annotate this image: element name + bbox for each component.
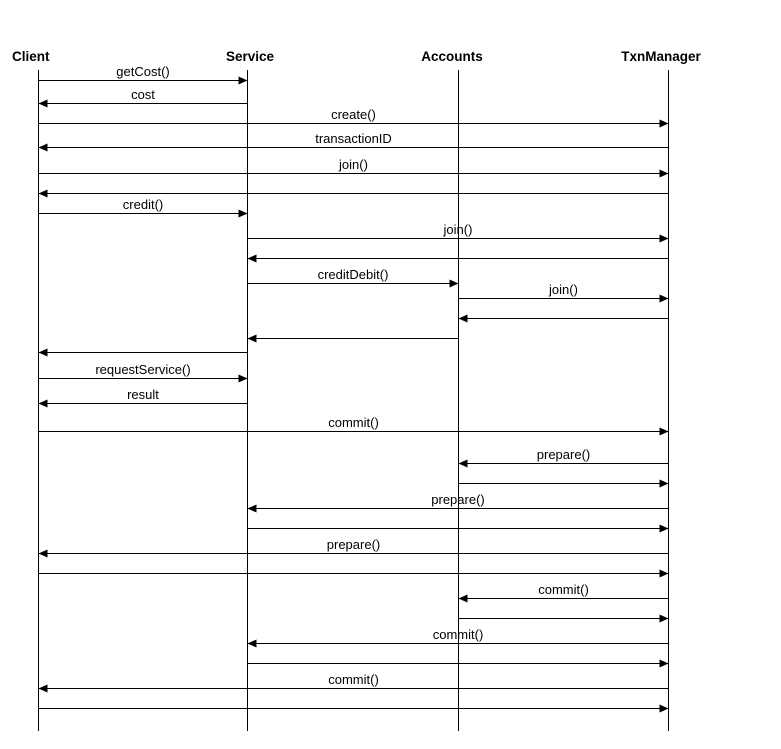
message-label: creditDebit() [317,267,389,282]
arrowhead-icon [659,614,669,623]
message-label: getCost() [116,64,170,79]
message-label: cost [131,87,155,102]
message-label: credit() [122,197,164,212]
arrowhead-icon [659,659,669,668]
message-label: join() [549,282,578,297]
participant-label-service: Service [225,49,275,64]
arrowhead-icon [247,334,257,343]
participant-label-client: Client [12,49,50,64]
arrowhead-icon [659,294,669,303]
arrowhead-icon [238,374,248,383]
arrowhead-icon [247,504,257,513]
arrowhead-icon [247,639,257,648]
arrowhead-icon [38,143,48,152]
arrowhead-icon [458,459,468,468]
message-label: commit() [328,672,379,687]
message-label: prepare() [326,537,381,552]
message-label: commit() [328,415,379,430]
arrowhead-icon [38,399,48,408]
arrowhead-icon [659,119,669,128]
message-label: join() [443,222,473,237]
arrowhead-icon [659,524,669,533]
participant-label-txnmanager: TxnManager [621,49,701,64]
arrowhead-icon [449,279,459,288]
message-label: transactionID [315,131,392,146]
message-label: join() [339,157,368,172]
arrowhead-icon [659,479,669,488]
arrowhead-icon [238,209,248,218]
arrowhead-icon [38,348,48,357]
arrowhead-icon [659,169,669,178]
message-label: prepare() [431,492,485,507]
arrowhead-icon [38,99,48,108]
arrowhead-icon [458,314,468,323]
participant-label-accounts: Accounts [421,49,483,64]
arrowhead-icon [659,704,669,713]
arrowhead-icon [238,76,248,85]
message-label: requestService() [95,362,191,377]
message-label: create() [331,107,376,122]
arrowhead-icon [38,189,48,198]
message-label: commit() [432,627,484,642]
arrowhead-icon [458,594,468,603]
message-label: commit() [538,582,589,597]
arrowhead-icon [247,254,257,263]
message-label: prepare() [536,447,591,462]
arrowhead-icon [38,684,48,693]
arrowhead-icon [659,569,669,578]
arrowhead-icon [659,234,669,243]
arrowhead-icon [38,549,48,558]
message-label: result [127,387,159,402]
arrowhead-icon [659,427,669,436]
